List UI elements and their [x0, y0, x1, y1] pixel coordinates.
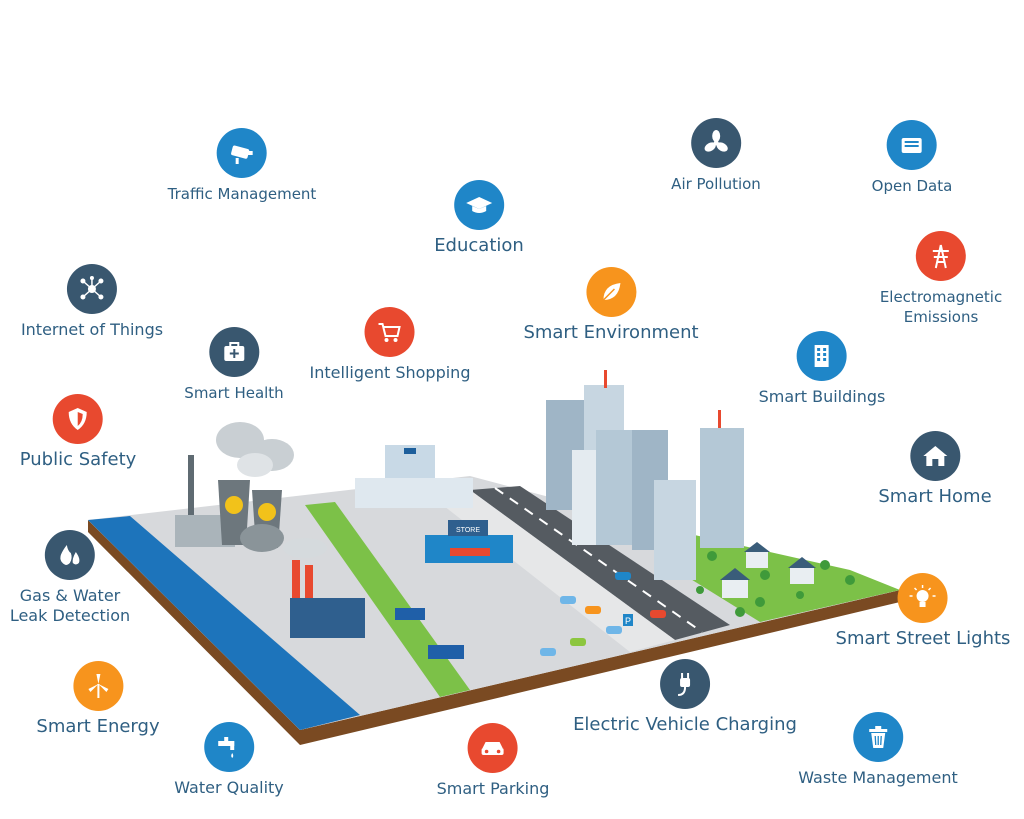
wind-turbine-icon — [73, 661, 123, 711]
feature-traffic-management: Traffic Management — [167, 128, 317, 204]
power-plant — [175, 422, 294, 552]
feature-air-pollution: Air Pollution — [671, 118, 761, 194]
feature-smart-parking: Smart Parking — [436, 723, 550, 799]
feature-smart-energy: Smart Energy — [36, 661, 160, 737]
power-tower-icon — [916, 231, 966, 281]
feature-gas-water-leak: Gas & Water Leak Detection — [10, 530, 130, 626]
feature-public-safety: Public Safety — [19, 394, 137, 470]
ev-charging-label: Electric Vehicle Charging — [573, 714, 797, 735]
residential-lawn — [650, 525, 900, 622]
camera-icon — [217, 128, 267, 178]
river — [88, 516, 360, 730]
smart-energy-label: Smart Energy — [36, 716, 160, 737]
feature-smart-environment: Smart Environment — [523, 267, 699, 343]
fan-icon — [690, 118, 741, 168]
feature-waste-management: Waste Management — [798, 712, 958, 788]
feature-electromagnetic-emissions: Electromagnetic Emissions — [880, 231, 1002, 327]
air-pollution-label: Air Pollution — [671, 175, 761, 193]
trees — [696, 551, 855, 617]
car-icon — [468, 723, 518, 773]
feature-smart-home: Smart Home — [878, 431, 992, 507]
leaf-icon — [585, 267, 636, 317]
bulb-icon — [897, 573, 948, 623]
smart-buildings-label: Smart Buildings — [758, 387, 886, 406]
feature-water-quality: Water Quality — [174, 722, 284, 798]
store-sign: STORE — [456, 527, 480, 534]
folder-icon — [887, 120, 937, 170]
feature-ev-charging: Electric Vehicle Charging — [573, 659, 797, 735]
feature-smart-health: Smart Health — [184, 327, 284, 403]
water-quality-label: Water Quality — [174, 778, 284, 797]
feature-smart-buildings: Smart Buildings — [758, 331, 886, 407]
internet-of-things-label: Internet of Things — [20, 320, 164, 339]
hospital — [355, 445, 473, 508]
platform-edge — [88, 520, 900, 745]
trash-icon — [852, 712, 903, 762]
houses — [720, 542, 816, 598]
public-safety-label: Public Safety — [19, 449, 137, 470]
gas-water-label-line1: Gas & Water — [19, 586, 121, 605]
open-data-label: Open Data — [871, 177, 953, 195]
graduation-cap-icon — [454, 180, 504, 230]
parking-sign-letter: P — [625, 616, 631, 626]
medical-kit-icon — [209, 327, 259, 377]
smart-home-label: Smart Home — [878, 486, 992, 507]
sidewalk — [430, 490, 675, 652]
skyscrapers — [546, 370, 744, 580]
smart-street-lights-label: Smart Street Lights — [835, 628, 1011, 649]
main-road — [470, 486, 730, 640]
intelligent-shopping-label: Intelligent Shopping — [309, 363, 471, 382]
feature-smart-street-lights: Smart Street Lights — [835, 573, 1011, 649]
gas-water-label-line2: Leak Detection — [9, 606, 131, 625]
traffic-management-label: Traffic Management — [167, 185, 317, 203]
smart-environment-label: Smart Environment — [523, 322, 699, 343]
electromagnetic-label-line2: Emissions — [903, 308, 979, 326]
waste-management-label: Waste Management — [798, 768, 958, 787]
building-icon — [796, 331, 847, 381]
feature-intelligent-shopping: Intelligent Shopping — [309, 307, 471, 383]
cart-icon — [364, 307, 415, 357]
store: STORE — [425, 520, 513, 563]
faucet-icon — [204, 722, 254, 772]
plug-icon — [660, 659, 710, 709]
flame-drop-icon — [44, 530, 95, 580]
electromagnetic-label-line1: Electromagnetic — [879, 288, 1003, 306]
education-label: Education — [434, 235, 524, 256]
cars — [540, 572, 666, 656]
road-markings — [494, 487, 703, 633]
network-icon — [67, 264, 117, 314]
house-icon — [909, 431, 960, 481]
parking-sign — [623, 614, 633, 626]
shield-icon — [52, 394, 103, 444]
feature-open-data: Open Data — [871, 120, 953, 196]
solar-panels — [395, 608, 464, 659]
smart-health-label: Smart Health — [184, 384, 284, 402]
smart-parking-label: Smart Parking — [436, 779, 550, 798]
factory — [283, 538, 365, 638]
feature-education: Education — [434, 180, 524, 256]
feature-internet-of-things: Internet of Things — [21, 264, 163, 340]
